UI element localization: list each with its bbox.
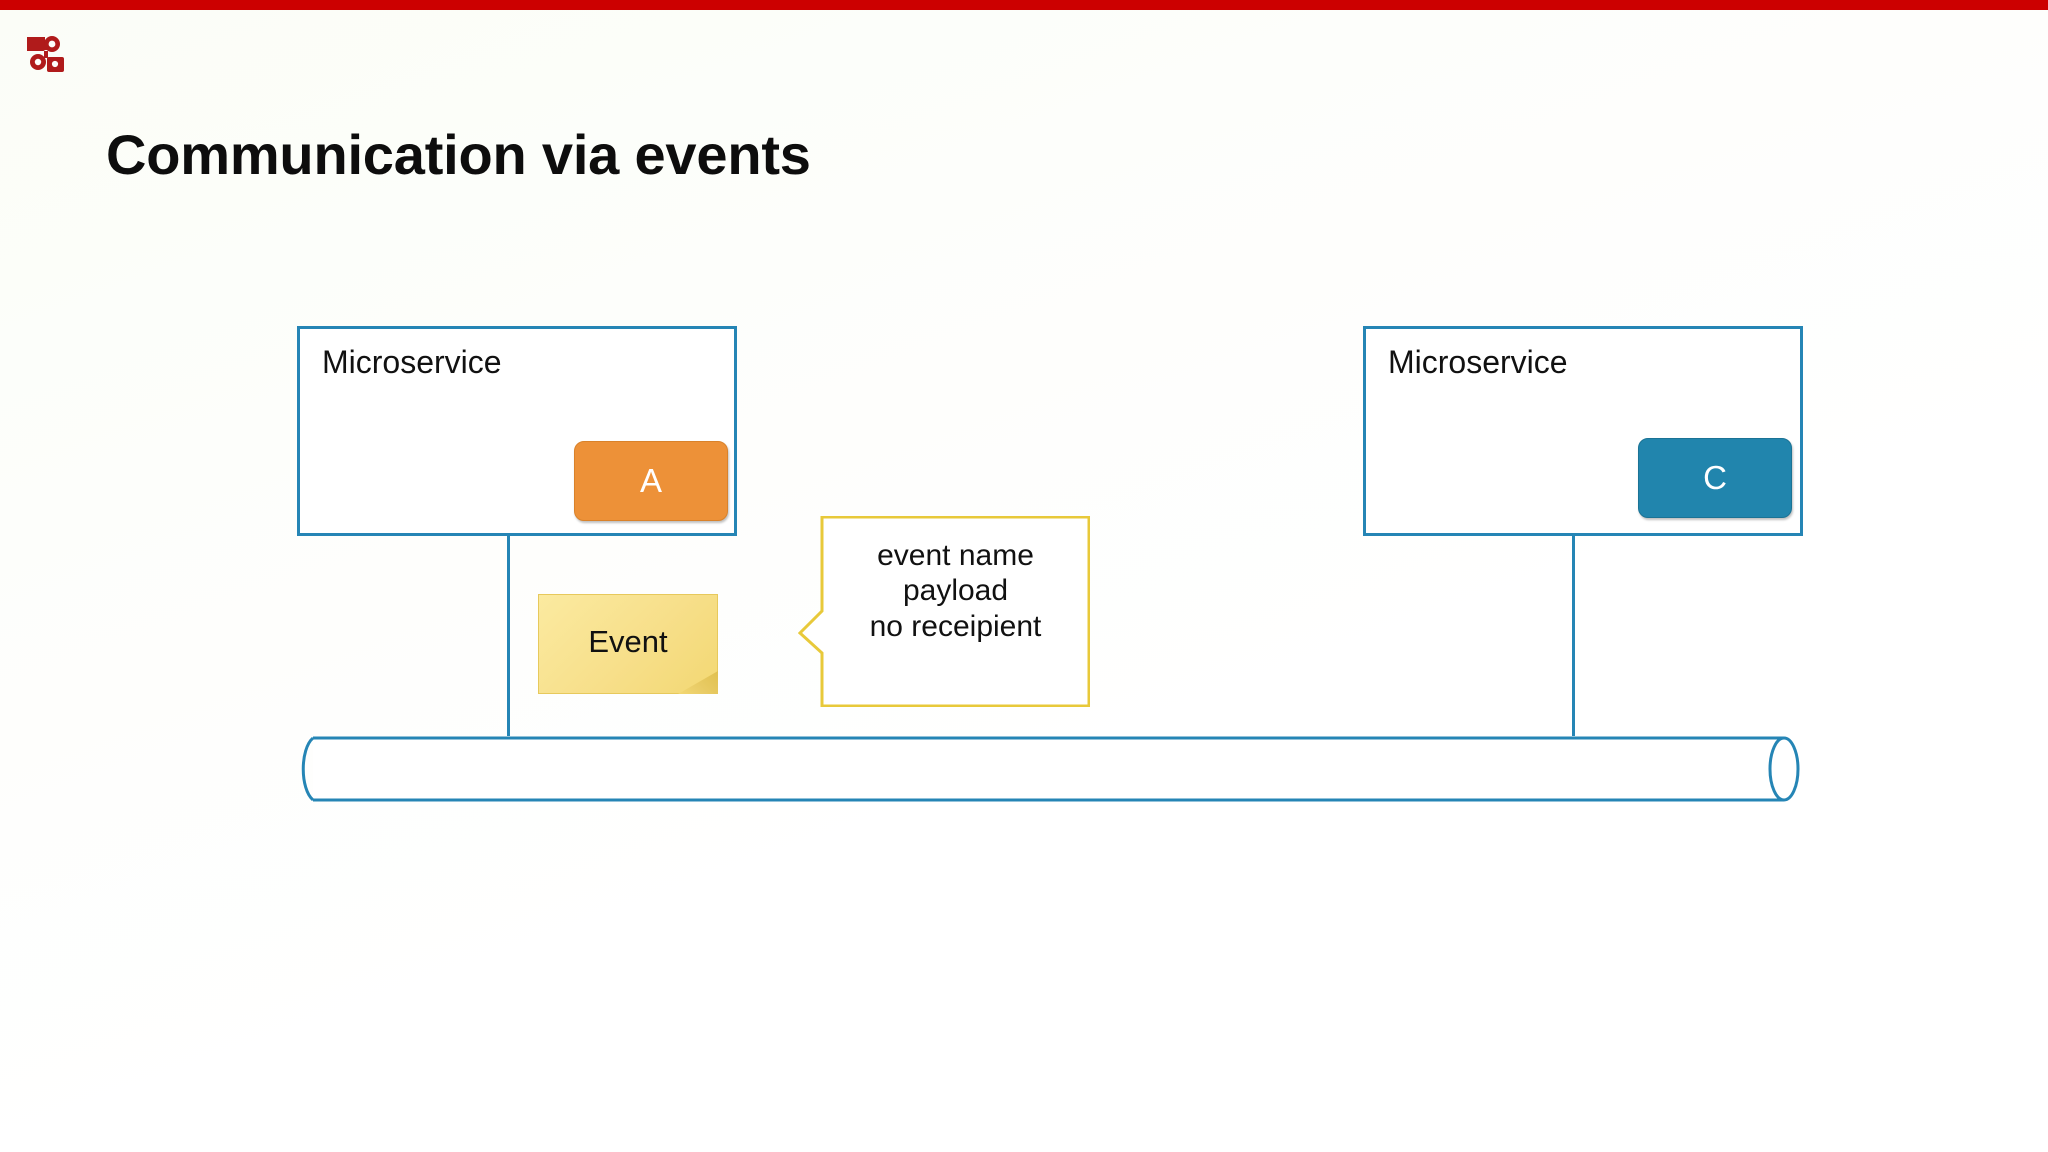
microservice-label-right: Microservice [1388,344,1568,380]
sticky-note-body [538,594,718,694]
connector-line-right [1572,536,1575,736]
callout-line-1: event name [877,539,1034,572]
event-bus[interactable] [297,735,1801,803]
callout-text: event name payload no receipient [828,538,1083,644]
accent-bar [0,0,2048,10]
microservice-label-left: Microservice [322,344,502,380]
event-callout[interactable]: event name payload no receipient [798,516,1090,707]
component-a[interactable]: A [574,441,728,521]
page-title: Communication via events [106,123,811,186]
connector-line-left [507,536,510,736]
callout-line-3: no receipient [869,609,1042,643]
innoq-logo [25,33,67,75]
callout-line-2: payload [902,574,1009,608]
event-sticky-label: Event [588,624,668,659]
event-sticky-note[interactable]: Event [538,594,718,694]
component-c[interactable]: C [1638,438,1792,518]
